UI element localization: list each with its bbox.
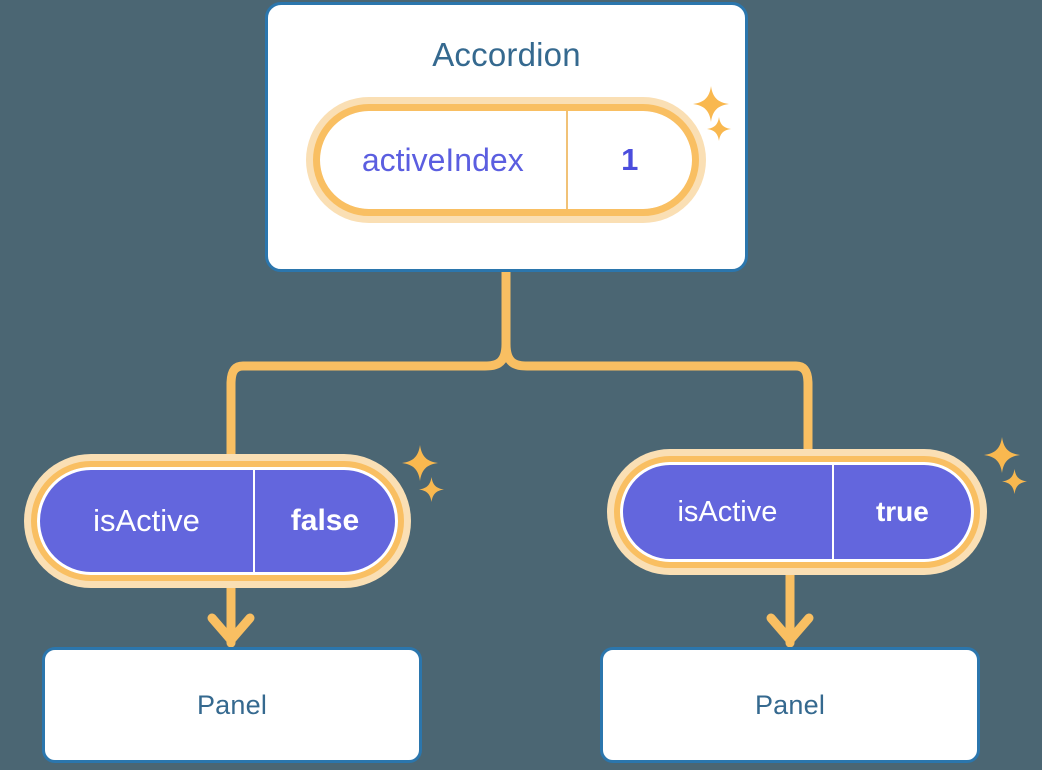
sparkle-icon [402, 445, 438, 481]
state-pill-ring: isActive true [614, 456, 980, 568]
state-pill-body: isActive true [620, 462, 974, 562]
panel-component-card-right: Panel [600, 647, 980, 763]
state-key-label: activeIndex [320, 111, 568, 209]
sparkle-icon-small [1002, 469, 1027, 494]
connector-branch-left [226, 339, 511, 460]
state-pill-active-index[interactable]: activeIndex 1 [306, 97, 706, 223]
state-pill-ring: isActive false [31, 461, 404, 581]
panel-title: Panel [754, 689, 826, 720]
state-pill-is-active-right[interactable]: isActive true [607, 449, 987, 575]
panel-title: Panel [196, 689, 268, 720]
sparkle-icon [984, 437, 1020, 473]
state-value-label: 1 [621, 142, 639, 177]
state-pill-body: activeIndex 1 [320, 111, 692, 209]
state-key-label: isActive [40, 470, 255, 572]
accordion-title: Accordion [432, 36, 581, 73]
connector-branch-right [501, 339, 813, 457]
state-value-label: true [875, 496, 929, 527]
state-key-label: isActive [623, 465, 834, 559]
arrow-head-right [766, 613, 814, 645]
state-pill-is-active-left[interactable]: isActive false [24, 454, 411, 588]
sparkle-icon-small [419, 477, 444, 502]
state-pill-body: isActive false [37, 467, 398, 575]
state-pill-ring: activeIndex 1 [313, 104, 699, 216]
state-value-label: false [290, 504, 360, 537]
arrow-head-left [207, 613, 255, 645]
panel-component-card-left: Panel [42, 647, 422, 763]
